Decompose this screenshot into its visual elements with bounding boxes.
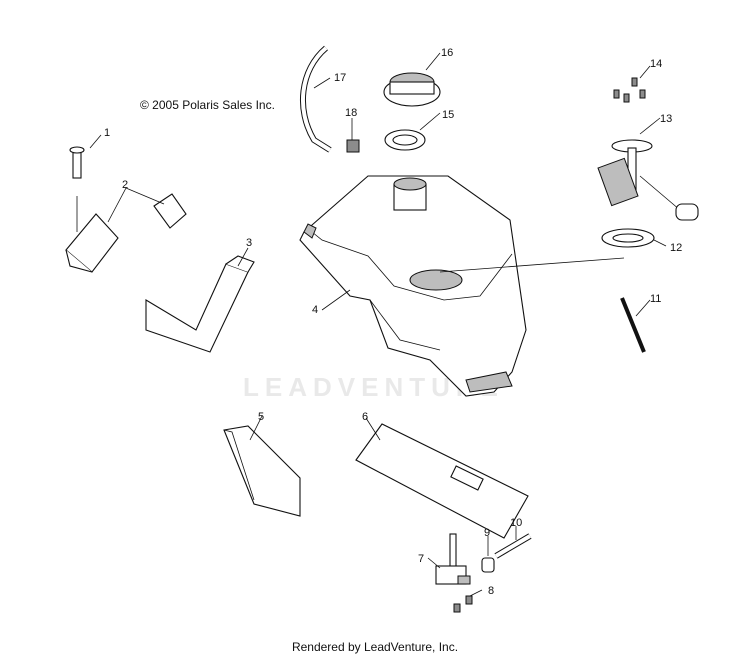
callout-4: 4 [312, 304, 318, 316]
callout-7: 7 [418, 553, 424, 565]
part-16-fuel-cap[interactable] [383, 72, 441, 107]
part-12-lock-ring[interactable] [601, 228, 655, 248]
part-10-fuel-line[interactable] [494, 533, 532, 559]
callout-14: 14 [650, 58, 662, 70]
callout-15: 15 [442, 109, 454, 121]
callout-3: 3 [246, 237, 252, 249]
callout-1: 1 [104, 127, 110, 139]
callout-11: 11 [650, 293, 661, 305]
part-11-rod[interactable] [620, 297, 646, 353]
part-4-fuel-tank[interactable] [299, 175, 527, 397]
part-1-bolt[interactable] [69, 146, 85, 232]
footer-text: Rendered by LeadVenture, Inc. [291, 640, 459, 654]
part-7-fuel-valve[interactable] [435, 533, 471, 585]
part-9-clamp[interactable] [481, 557, 495, 573]
part-14-screws[interactable] [613, 77, 646, 103]
part-5-pad[interactable] [223, 425, 301, 517]
part-13-fuel-pump[interactable] [597, 139, 699, 221]
callout-6: 6 [362, 411, 368, 423]
callout-9: 9 [484, 527, 490, 539]
callout-8: 8 [488, 585, 494, 597]
part-18-clamp[interactable] [346, 139, 360, 153]
copyright-text: © 2005 Polaris Sales Inc. [140, 98, 275, 112]
part-17-vent-hose[interactable] [300, 45, 332, 153]
callout-13: 13 [660, 113, 672, 125]
part-15-gasket[interactable] [384, 129, 426, 151]
leader-lines [89, 52, 667, 597]
part-8-screws[interactable] [453, 595, 473, 613]
callout-18: 18 [345, 107, 357, 119]
callout-2: 2 [122, 179, 128, 191]
callout-labels: 1 2 3 4 5 6 7 8 9 10 11 12 13 14 15 16 1… [104, 47, 682, 597]
part-2-brackets[interactable] [65, 193, 187, 273]
part-3-foam-strip[interactable] [145, 255, 255, 353]
part-6-mat[interactable] [355, 423, 529, 539]
callout-17: 17 [334, 72, 346, 84]
callout-12: 12 [670, 242, 682, 254]
callout-10: 10 [510, 517, 522, 529]
callout-5: 5 [258, 411, 264, 423]
callout-16: 16 [441, 47, 453, 59]
